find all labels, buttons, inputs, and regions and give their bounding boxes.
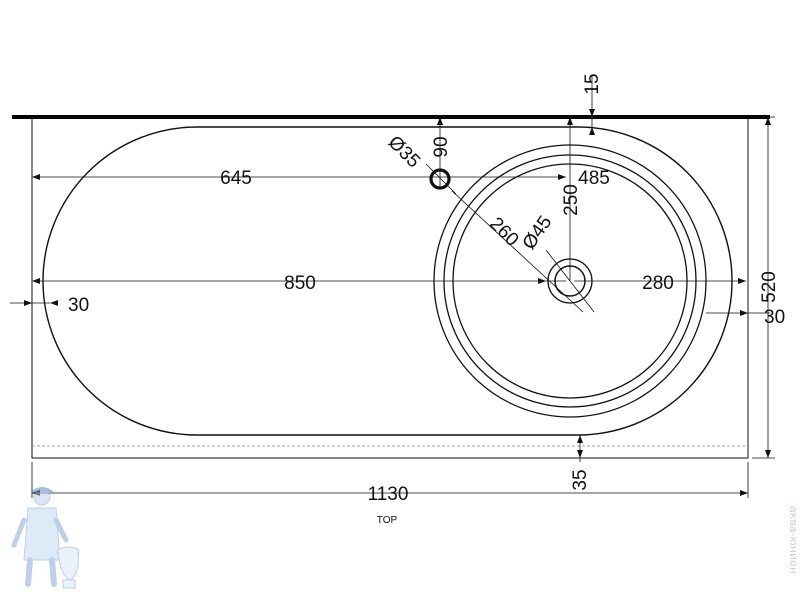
dim-tap-hole-diameter: Ø35 xyxy=(384,132,424,172)
dimension-arrows xyxy=(24,109,771,496)
dim-drain-from-back: 250 xyxy=(561,184,582,216)
view-label: TOP xyxy=(377,515,398,526)
dim-tap-from-back: 90 xyxy=(431,136,452,157)
dim-side-offset: 30 xyxy=(68,295,89,316)
bowl-outline xyxy=(42,126,733,436)
countertop-outline xyxy=(31,116,749,459)
dimension-lines xyxy=(10,75,775,498)
dim-bowl-length: 850 xyxy=(284,273,316,294)
dim-bottom-offset: 35 xyxy=(570,469,591,490)
dim-right-offset: 30 xyxy=(764,307,785,328)
dim-back-offset: 15 xyxy=(582,73,603,94)
watermark-text: аква-юнион xyxy=(787,506,800,574)
dim-basin-radius: 280 xyxy=(642,273,674,294)
brand-mascot-logo xyxy=(11,487,80,589)
dim-bowl-straight: 645 xyxy=(220,168,252,189)
dim-overall-width: 1130 xyxy=(368,484,409,505)
dim-drain-from-right: 485 xyxy=(578,168,610,189)
dim-drain-diameter: Ø45 xyxy=(519,212,557,253)
dim-overall-depth: 520 xyxy=(759,271,780,303)
dim-tap-to-drain: 260 xyxy=(485,213,522,250)
